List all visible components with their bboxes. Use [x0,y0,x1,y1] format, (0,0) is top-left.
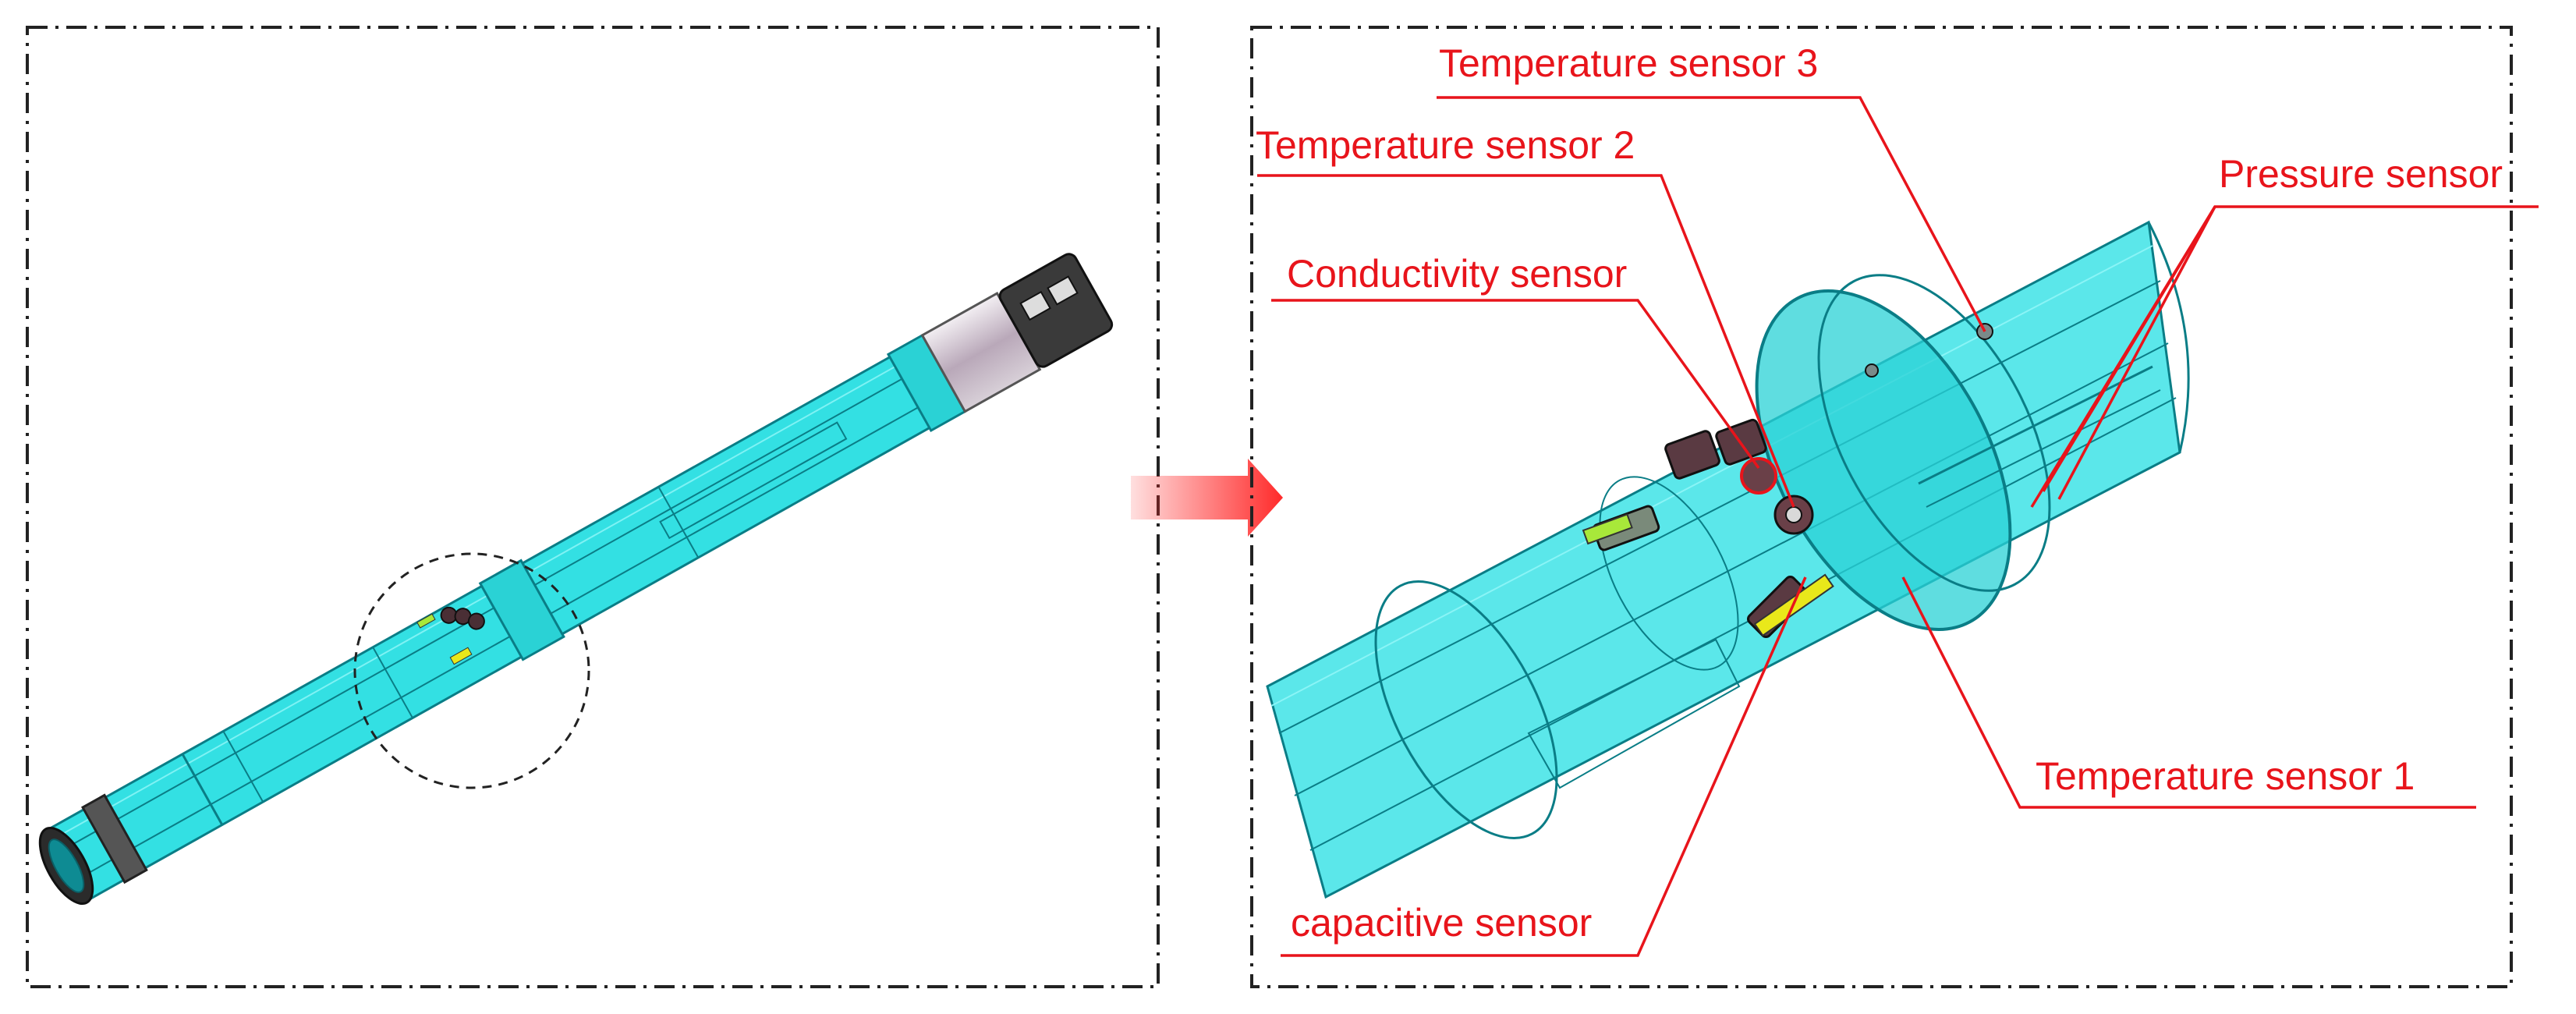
fitting-red-ring [1740,457,1777,495]
sensor-labels: Temperature sensor 3 Temperature sensor … [1256,41,2503,945]
probe-connector [998,253,1114,368]
leader-temp1 [1901,576,2476,809]
leader-temp2 [1257,174,1795,508]
right-panel: Temperature sensor 3 Temperature sensor … [1250,26,2539,988]
label-pressure-sensor: Pressure sensor [2219,152,2503,196]
lime-sensor-probe [1582,505,1660,551]
label-capacitive-sensor: capacitive sensor [1291,901,1592,945]
probe-body [38,253,1114,906]
left-panel-frame [26,26,1160,988]
leader-conductivity [1271,299,1760,470]
zoom-circle [353,552,590,789]
label-temperature-sensor-1: Temperature sensor 1 [2036,754,2415,798]
leader-capacitive [1281,576,1807,957]
zoom-arrow [1131,459,1283,537]
probe-tube [47,289,1052,901]
label-conductivity-sensor: Conductivity sensor [1287,252,1627,296]
right-panel-frame [1250,26,2513,988]
label-temperature-sensor-2: Temperature sensor 2 [1256,123,1635,167]
label-temperature-sensor-3: Temperature sensor 3 [1439,41,1818,85]
leader-temp3 [1437,96,1986,332]
left-panel [26,26,1160,988]
leader-lines [1257,96,2539,957]
